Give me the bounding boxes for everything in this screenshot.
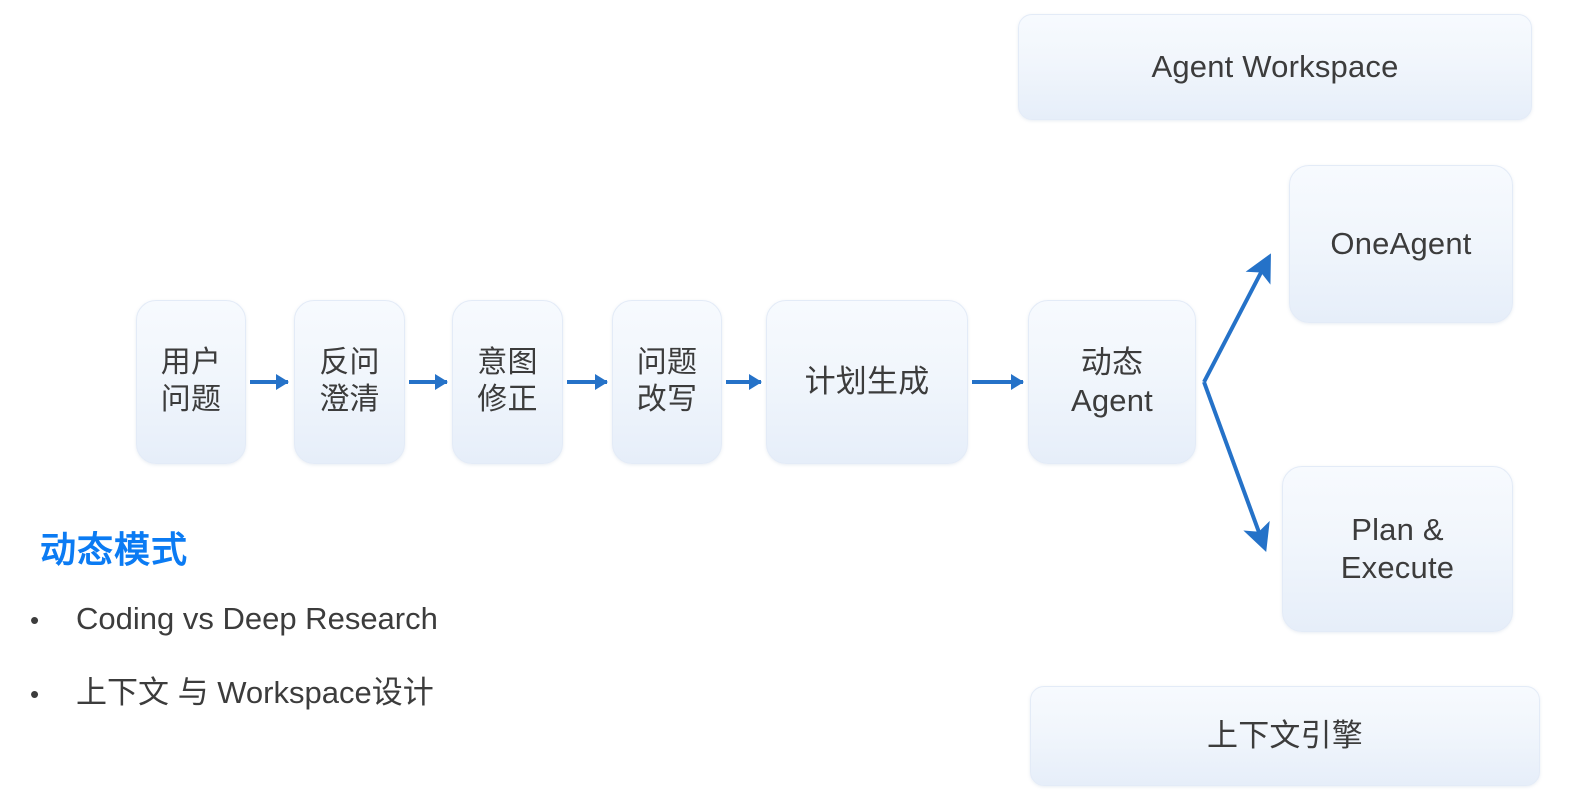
node-one-agent[interactable]: OneAgent: [1289, 165, 1513, 323]
arrow-user-question-to-clarify: [250, 380, 288, 384]
node-user-question[interactable]: 用户 问题: [136, 300, 246, 464]
bullet-dot-icon: •: [30, 605, 40, 635]
node-clarify-question[interactable]: 反问 澄清: [294, 300, 405, 464]
node-dynamic-agent[interactable]: 动态 Agent: [1028, 300, 1196, 464]
banner-context-engine[interactable]: 上下文引擎: [1030, 686, 1540, 786]
list-item[interactable]: • Coding vs Deep Research: [30, 601, 650, 667]
bullet-list: • Coding vs Deep Research • 上下文 与 Worksp…: [30, 601, 650, 733]
arrow-dynamic-agent-to-one-agent: [1202, 253, 1271, 383]
bullet-label: 上下文 与 Workspace设计: [76, 675, 434, 710]
arrow-intent-to-rewrite: [567, 380, 607, 384]
node-intent-correction[interactable]: 意图 修正: [452, 300, 563, 464]
arrow-dynamic-agent-to-plan-execute: [1202, 381, 1270, 553]
banner-agent-workspace[interactable]: Agent Workspace: [1018, 14, 1532, 120]
node-question-rewrite[interactable]: 问题 改写: [612, 300, 722, 464]
arrow-plan-to-dynamic-agent: [972, 380, 1023, 384]
node-plan-generation[interactable]: 计划生成: [766, 300, 968, 464]
arrow-rewrite-to-plan: [726, 380, 761, 384]
bullet-label: Coding vs Deep Research: [76, 601, 438, 636]
node-plan-and-execute[interactable]: Plan & Execute: [1282, 466, 1513, 632]
bullet-dot-icon: •: [30, 679, 40, 709]
section-title-dynamic-mode: 动态模式: [40, 529, 189, 570]
arrow-clarify-to-intent: [409, 380, 447, 384]
list-item[interactable]: • 上下文 与 Workspace设计: [30, 667, 650, 733]
